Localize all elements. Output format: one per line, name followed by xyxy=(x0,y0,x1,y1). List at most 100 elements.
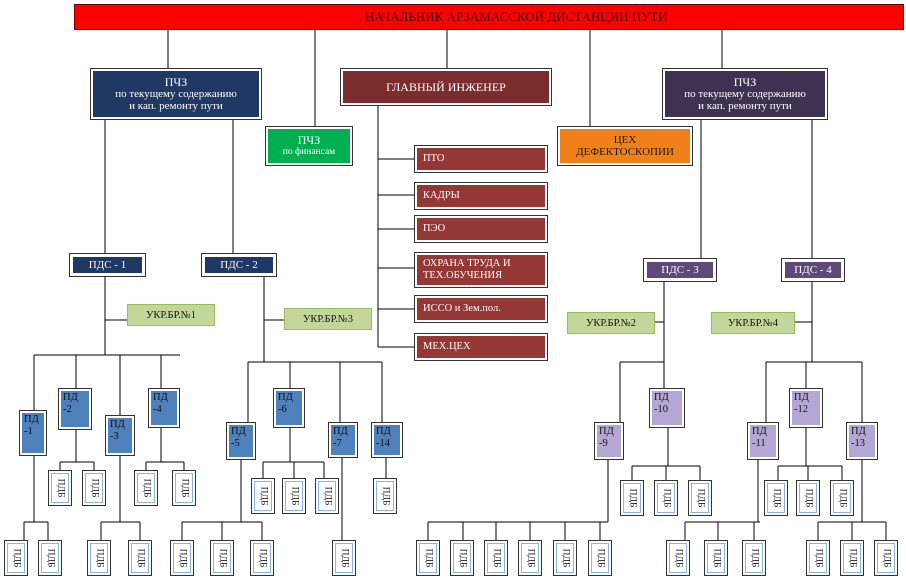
pd-label: ПД xyxy=(599,426,614,437)
pdb-label: ПДБ xyxy=(94,548,105,568)
pdb-label: ПДБ xyxy=(837,488,848,508)
pdb-label: ПДБ xyxy=(491,548,502,568)
pdb-label: ПДБ xyxy=(177,548,188,568)
pdb-label: ПДБ xyxy=(135,548,146,568)
dept-label: МЕХ.ЦЕХ xyxy=(423,341,471,352)
pdb-label: ПДБ xyxy=(695,488,706,508)
pdb-box: ПДБ xyxy=(416,540,440,576)
pdb-label: ПДБ xyxy=(322,486,333,506)
pd-6: ПД-6 xyxy=(273,388,305,428)
pd-label: ПД xyxy=(376,426,391,437)
pdb-label: ПДБ xyxy=(673,548,684,568)
pdb-box: ПДБ xyxy=(450,540,474,576)
pd-number: -1 xyxy=(24,426,33,437)
dept-pto: ПТО xyxy=(414,145,548,173)
pdb-label: ПДБ xyxy=(803,488,814,508)
pd-5: ПД-5 xyxy=(226,422,256,460)
pdb-box: ПДБ xyxy=(688,480,712,516)
pd-label: ПД xyxy=(752,426,767,437)
pdb-label: ПДБ xyxy=(813,548,824,568)
pdb-label: ПДБ xyxy=(380,486,391,506)
pds-1-label: ПДС - 1 xyxy=(88,259,127,271)
pchz-left-line2: и кап. ремонту пути xyxy=(129,100,223,112)
ukr-br-4: УКР.БР.№4 xyxy=(711,312,795,334)
pdb-label: ПДБ xyxy=(525,548,536,568)
pdb-box: ПДБ xyxy=(87,540,111,576)
pd-label: ПД xyxy=(654,392,669,403)
pdb-box: ПДБ xyxy=(210,540,234,576)
pchz-left-line1: по текущему содержанию xyxy=(115,88,237,100)
dept-label-2: ТЕХ.ОБУЧЕНИЯ xyxy=(423,270,503,281)
pdb-box: ПДБ xyxy=(742,540,766,576)
pd-11: ПД-11 xyxy=(747,422,779,460)
pd-4: ПД-4 xyxy=(148,388,180,428)
pdb-box: ПДБ xyxy=(620,480,644,516)
pdb-box: ПДБ xyxy=(332,540,356,576)
dept-kadry: КАДРЫ xyxy=(414,182,548,210)
pdb-label: ПДБ xyxy=(11,548,22,568)
pd-12: ПД-12 xyxy=(789,388,823,428)
pd-13: ПД-13 xyxy=(846,422,878,460)
pdb-label: ПДБ xyxy=(55,478,66,498)
pdb-box: ПДБ xyxy=(251,478,275,514)
pchz-right-box: ПЧЗ по текущему содержанию и кап. ремонт… xyxy=(662,68,828,120)
pd-3: ПД-3 xyxy=(105,415,135,456)
pchz-finance-sub: по финансам xyxy=(282,147,336,157)
pdb-box: ПДБ xyxy=(518,540,542,576)
pdb-label: ПДБ xyxy=(771,488,782,508)
pdb-box: ПДБ xyxy=(282,478,306,514)
pdb-box: ПДБ xyxy=(128,540,152,576)
pds-3-label: ПДС - 3 xyxy=(661,264,699,276)
pchz-right-title: ПЧЗ xyxy=(733,75,757,89)
pdb-box: ПДБ xyxy=(250,540,274,576)
pd-number: -4 xyxy=(153,404,162,415)
pd-number: -13 xyxy=(851,438,865,449)
pdb-label: ПДБ xyxy=(45,548,56,568)
ukr-br-1: УКР.БР.№1 xyxy=(127,304,215,326)
pdb-box: ПДБ xyxy=(840,540,864,576)
pd-number: -6 xyxy=(278,404,287,415)
pd-number: -9 xyxy=(599,438,608,449)
pd-label: ПД xyxy=(63,392,78,403)
dept-label: ПТО xyxy=(423,153,445,164)
dept-label: ПЭО xyxy=(423,223,446,234)
pdb-box: ПДБ xyxy=(38,540,62,576)
pchz-finance-title: ПЧЗ xyxy=(297,133,321,147)
ukr-br-1-label: УКР.БР.№1 xyxy=(145,309,197,321)
ukr-br-2-label: УКР.БР.№2 xyxy=(585,317,637,329)
pd-number: -10 xyxy=(654,404,668,415)
pchz-left-box: ПЧЗ по текущему содержанию и кап. ремонт… xyxy=(90,68,262,120)
pdb-label: ПДБ xyxy=(595,548,606,568)
pd-label: ПД xyxy=(24,414,39,425)
dept-labor-safety: ОХРАНА ТРУДА И ТЕХ.ОБУЧЕНИЯ xyxy=(414,252,548,288)
pd-number: -14 xyxy=(376,438,390,449)
head-title: НАЧАЛЬНИК АРЗАМАССКОЙ ДИСТАНЦИИ ПУТИ xyxy=(365,9,668,24)
pdb-box: ПДБ xyxy=(48,470,72,506)
pdb-label: ПДБ xyxy=(711,548,722,568)
defectoscopy-line2: ДЕФЕКТОСКОПИИ xyxy=(576,146,674,158)
pdb-box: ПДБ xyxy=(134,470,158,506)
pd-14: ПД-14 xyxy=(371,422,403,458)
pdb-box: ПДБ xyxy=(806,540,830,576)
pd-10: ПД-10 xyxy=(649,388,685,428)
pdb-label: ПДБ xyxy=(847,548,858,568)
pchz-right-line1: по текущему содержанию xyxy=(684,88,806,100)
pds-2-box: ПДС - 2 xyxy=(201,253,277,277)
pds-2-label: ПДС - 2 xyxy=(220,259,258,271)
pd-number: -7 xyxy=(333,438,342,449)
dept-peo: ПЭО xyxy=(414,215,548,243)
pchz-finance-box: ПЧЗ по финансам xyxy=(265,126,353,166)
pdb-box: ПДБ xyxy=(588,540,612,576)
pdb-label: ПДБ xyxy=(258,486,269,506)
pdb-label: ПДБ xyxy=(749,548,760,568)
ukr-br-3-label: УКР.БР.№3 xyxy=(302,313,354,325)
head-box: НАЧАЛЬНИК АРЗАМАССКОЙ ДИСТАНЦИИ ПУТИ xyxy=(74,4,904,30)
pdb-label: ПДБ xyxy=(661,488,672,508)
pdb-box: ПДБ xyxy=(82,470,106,506)
pd-label: ПД xyxy=(851,426,866,437)
ukr-br-4-label: УКР.БР.№4 xyxy=(727,317,779,329)
pd-number: -2 xyxy=(63,404,72,415)
pdb-box: ПДБ xyxy=(764,480,788,516)
pdb-label: ПДБ xyxy=(217,548,228,568)
